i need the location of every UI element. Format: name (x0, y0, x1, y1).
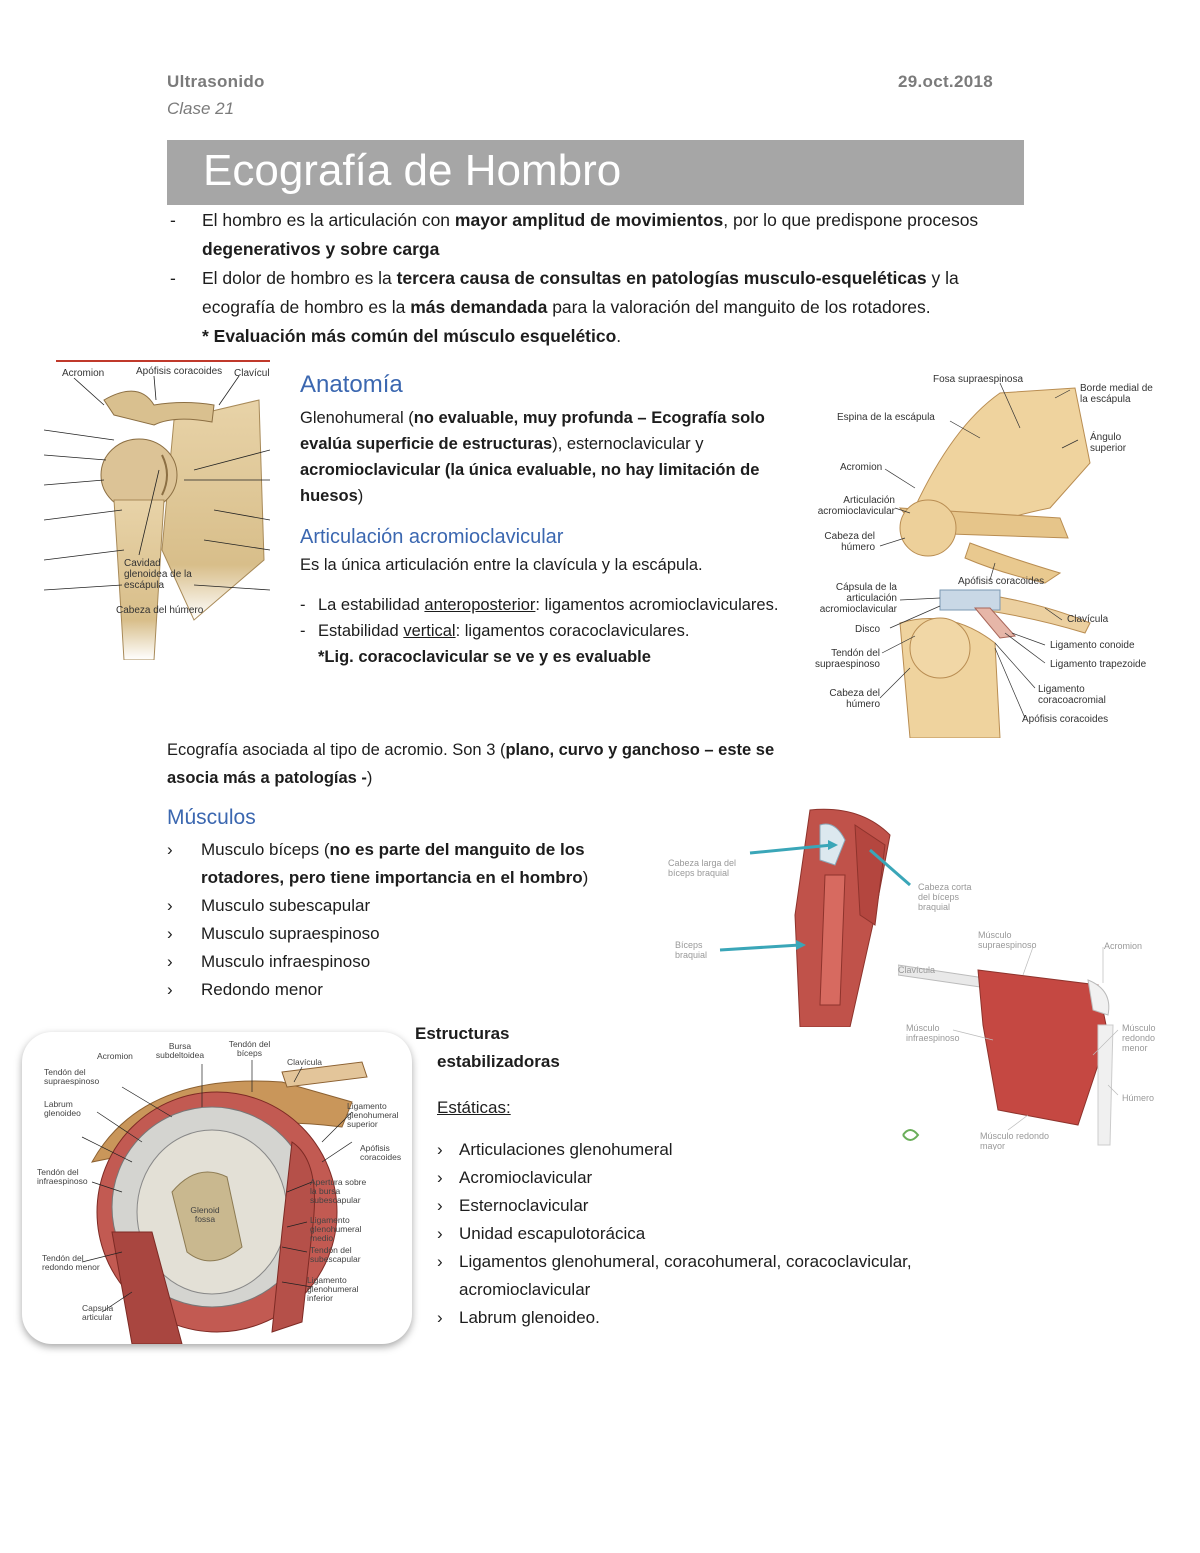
estructura-item: ›Ligamentos glenohumeral, coracohumeral,… (437, 1252, 912, 1299)
fig5-label: Apertura sobre la bursa subescapular (310, 1177, 367, 1205)
fig5-label: Capsula articular (82, 1303, 114, 1322)
fig2-label: Apófisis coracoides (1022, 714, 1109, 725)
lig-note: *Lig. coracoclavicular se ve y es evalua… (318, 648, 651, 666)
intro-bullet: - El dolor de hombro es la tercera causa… (170, 268, 959, 346)
fig2-label: Tendón del supraespinoso (814, 648, 880, 670)
estructura-item: ›Articulaciones glenohumeral (437, 1140, 673, 1159)
fig4-label: Músculo supraespinoso (978, 930, 1037, 950)
fig4-label: Músculo redondo mayor (980, 1131, 1050, 1150)
musculos-section: Músculos ›Musculo bíceps (no es parte de… (167, 803, 637, 1004)
estructuras-heading: Estructuras (415, 1024, 510, 1043)
fig3-label: Cabeza corta del bíceps braquial (918, 882, 972, 912)
fig2-label: Clavícula (1067, 614, 1109, 625)
anatomia-heading: Anatomía (300, 371, 403, 398)
estaticas-heading: Estáticas: (437, 1098, 511, 1117)
shoulder-bones-illustration (44, 360, 270, 660)
fig3-label: Cabeza larga del bíceps braquial (668, 858, 737, 878)
fig5-label: Tendón del supraespinoso (44, 1067, 100, 1086)
date-label: 29.oct.2018 (898, 72, 993, 91)
fig5-label: Tendón del subescapular (310, 1245, 361, 1264)
fig3-label: Bíceps braquial (675, 940, 708, 960)
fig4-label: Acromion (1104, 941, 1143, 951)
fig2-label: Acromion (840, 462, 883, 473)
articulacion-paragraph: Es la única articulación entre la clavíc… (300, 556, 703, 574)
estructura-item: ›Unidad escapulotorácica (437, 1224, 646, 1243)
fig5-label: Apófisis coracoides (360, 1143, 402, 1162)
fig5-label: Bursa subdeltoidea (155, 1041, 205, 1060)
fig2-label: Cabeza del húmero (829, 688, 880, 710)
articulacion-heading: Articulación acromioclavicular (300, 526, 564, 548)
estructura-item: ›Labrum glenoideo. (437, 1308, 600, 1327)
fig5-label: Acromion (97, 1051, 133, 1061)
fig1-label: Acromion (62, 368, 105, 379)
fig4-label: Clavícula (898, 965, 936, 975)
fig2-label: Ligamento coracoacromial (1038, 684, 1106, 706)
fig4-label: Músculo infraespinoso (906, 1023, 960, 1043)
fig2-label: Articulación acromioclavicular (817, 495, 895, 517)
fig1-label: Clavícula (234, 368, 270, 379)
musculos-heading: Músculos (167, 806, 256, 829)
estructuras-list: ›Articulaciones glenohumeral ›Acromiocla… (415, 1136, 1035, 1332)
rotator-cuff-illustration (898, 946, 1119, 1146)
shoulder-bones-figure: Acromion Apófisis coracoides Clavícula C… (44, 360, 270, 660)
anatomia-section: Anatomía Glenohumeral (no evaluable, muy… (300, 370, 780, 670)
musculo-item: ›Musculo infraespinoso (167, 952, 371, 971)
biceps-illustration (719, 808, 911, 1027)
fig2-label: Cabeza del húmero (824, 531, 875, 553)
fig2-label: Ángulo superior (1090, 432, 1127, 454)
fig2-label: Cápsula de la articulación acromioclavic… (819, 582, 897, 615)
fig5-label: Ligamento glenohumeral medio (310, 1215, 362, 1243)
fig5-label: Clavícula (287, 1057, 322, 1067)
fig4-label: Músculo redondo menor (1122, 1023, 1156, 1053)
fig2-label: Borde medial de la escápula (1080, 383, 1153, 405)
subject-label: Ultrasonido (167, 72, 265, 91)
ac-joint-figure: Fosa supraespinosa Borde medial de la es… (800, 368, 1162, 738)
biceps-figure: Cabeza larga del bíceps braquial Cabeza … (660, 805, 980, 1027)
intro-bullet: - El hombro es la articulación con mayor… (170, 210, 979, 259)
intro-section: - El hombro es la articulación con mayor… (170, 206, 1030, 351)
estructuras-section: Estructuras estabilizadoras Estáticas: ›… (415, 1020, 1035, 1332)
page-title: Ecografía de Hombro (203, 146, 622, 195)
musculos-list: ›Musculo bíceps (no es parte del manguit… (167, 836, 637, 1004)
musculo-item: ›Musculo bíceps (no es parte del manguit… (167, 840, 589, 887)
musculo-item: ›Redondo menor (167, 980, 323, 999)
anatomia-paragraph: Glenohumeral (no evaluable, muy profunda… (300, 409, 765, 505)
fig5-label: Ligamento glenohumeral inferior (307, 1275, 359, 1303)
rotator-cuff-figure: Músculo supraespinoso Acromion Clavícula… (898, 925, 1160, 1150)
fig2-label: Disco (855, 624, 881, 635)
estabilidad-item: -La estabilidad anteroposterior: ligamen… (300, 596, 779, 614)
fig2-label: Apófisis coracoides (958, 576, 1045, 587)
fig1-label: Apófisis coracoides (136, 366, 223, 377)
fig4-label: Húmero (1122, 1093, 1155, 1103)
estabilidad-list: -La estabilidad anteroposterior: ligamen… (300, 592, 780, 670)
fig1-label: Cabeza del húmero (116, 605, 204, 616)
fig1-label: Cavidad glenoidea de la escápula (124, 558, 192, 591)
glenoid-illustration (81, 1060, 368, 1344)
fig5-label: Ligamento glenohumeral superior (347, 1101, 399, 1129)
class-label: Clase 21 (167, 99, 235, 118)
estructura-item: ›Esternoclavicular (437, 1196, 589, 1215)
fig5-label: Labrum glenoideo (44, 1099, 81, 1118)
fig5-label: Tendón del redondo menor (42, 1253, 100, 1272)
glenoid-figure: Bursa subdeltoidea Tendón del bíceps Acr… (22, 1032, 412, 1344)
musculo-item: ›Musculo supraespinoso (167, 924, 380, 943)
fig2-label: Ligamento trapezoide (1050, 659, 1147, 670)
fig5-label: Glenoid fossa (190, 1205, 220, 1224)
fig5-label: Tendón del infraespinoso (37, 1167, 88, 1186)
ac-joint-illustration (879, 382, 1091, 738)
estabilidad-item: -Estabilidad vertical: ligamentos coraco… (300, 622, 690, 666)
acromio-paragraph: Ecografía asociada al tipo de acromio. S… (167, 741, 775, 787)
musculo-item: ›Musculo subescapular (167, 896, 371, 915)
estructura-item: ›Acromioclavicular (437, 1168, 593, 1187)
fig2-label: Espina de la escápula (837, 412, 935, 423)
intro-note: * Evaluación más común del músculo esque… (202, 326, 617, 346)
fig2-label: Ligamento conoide (1050, 640, 1135, 651)
estructuras-heading-2: estabilizadoras (437, 1052, 560, 1071)
fig5-label: Tendón del bíceps (228, 1039, 271, 1058)
title-bar: Ecografía de Hombro (167, 140, 1024, 205)
fig2-label: Fosa supraespinosa (933, 374, 1024, 385)
